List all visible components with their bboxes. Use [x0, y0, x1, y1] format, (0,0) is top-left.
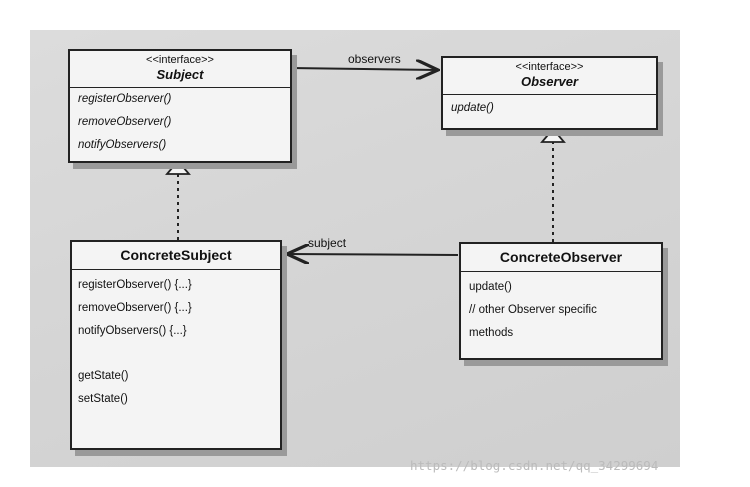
concrete-subject-method: setState() [78, 393, 128, 405]
subject-header: <<interface>> Subject [70, 51, 290, 88]
observer-header: <<interface>> Observer [443, 58, 656, 95]
subject-label: subject [308, 236, 347, 250]
subject-methods: registerObserver() removeObserver() noti… [70, 88, 290, 161]
subject-name: Subject [156, 67, 204, 82]
observer-name: Observer [520, 74, 579, 89]
concrete-observer-members: update() // other Observer specific meth… [461, 272, 661, 349]
observer-methods: update() [443, 95, 656, 124]
subject-realization-triangle [165, 159, 191, 175]
subject-method: removeObserver() [78, 116, 172, 128]
observer-interface-box: <<interface>> Observer update() [441, 56, 658, 130]
concrete-observer-box: ConcreteObserver update() // other Obser… [459, 242, 663, 360]
concrete-observer-header: ConcreteObserver [461, 244, 661, 272]
subject-method: registerObserver() [78, 93, 172, 105]
concrete-subject-method: removeObserver() {...} [78, 302, 192, 314]
concrete-subject-method: notifyObservers() {...} [78, 325, 187, 337]
subject-stereotype: <<interface>> [146, 54, 214, 66]
watermark-text: https://blog.csdn.net/qq_34299694 [410, 458, 659, 473]
concrete-subject-method: getState() [78, 370, 129, 382]
observer-method: update() [451, 102, 494, 114]
concrete-observer-member: // other Observer specific [469, 304, 597, 316]
concrete-observer-member: update() [469, 281, 512, 293]
concrete-subject-name: ConcreteSubject [120, 247, 232, 263]
concrete-subject-header: ConcreteSubject [72, 242, 280, 270]
diagram-photo: <<interface>> Subject registerObserver()… [30, 30, 680, 467]
concrete-subject-method: registerObserver() {...} [78, 279, 192, 291]
observers-label: observers [348, 52, 401, 66]
subject-association-line [287, 254, 459, 255]
subject-method: notifyObservers() [78, 139, 167, 151]
concrete-observer-name: ConcreteObserver [499, 249, 623, 265]
observer-stereotype: <<interface>> [515, 61, 584, 73]
concrete-observer-member: methods [469, 327, 514, 339]
concrete-subject-methods: registerObserver() {...} removeObserver(… [72, 270, 280, 415]
subject-interface-box: <<interface>> Subject registerObserver()… [68, 49, 292, 163]
observer-realization-triangle [540, 127, 566, 143]
connectors [165, 30, 566, 467]
observers-association-line [289, 68, 438, 70]
concrete-subject-box: ConcreteSubject registerObserver() {...}… [70, 240, 282, 450]
